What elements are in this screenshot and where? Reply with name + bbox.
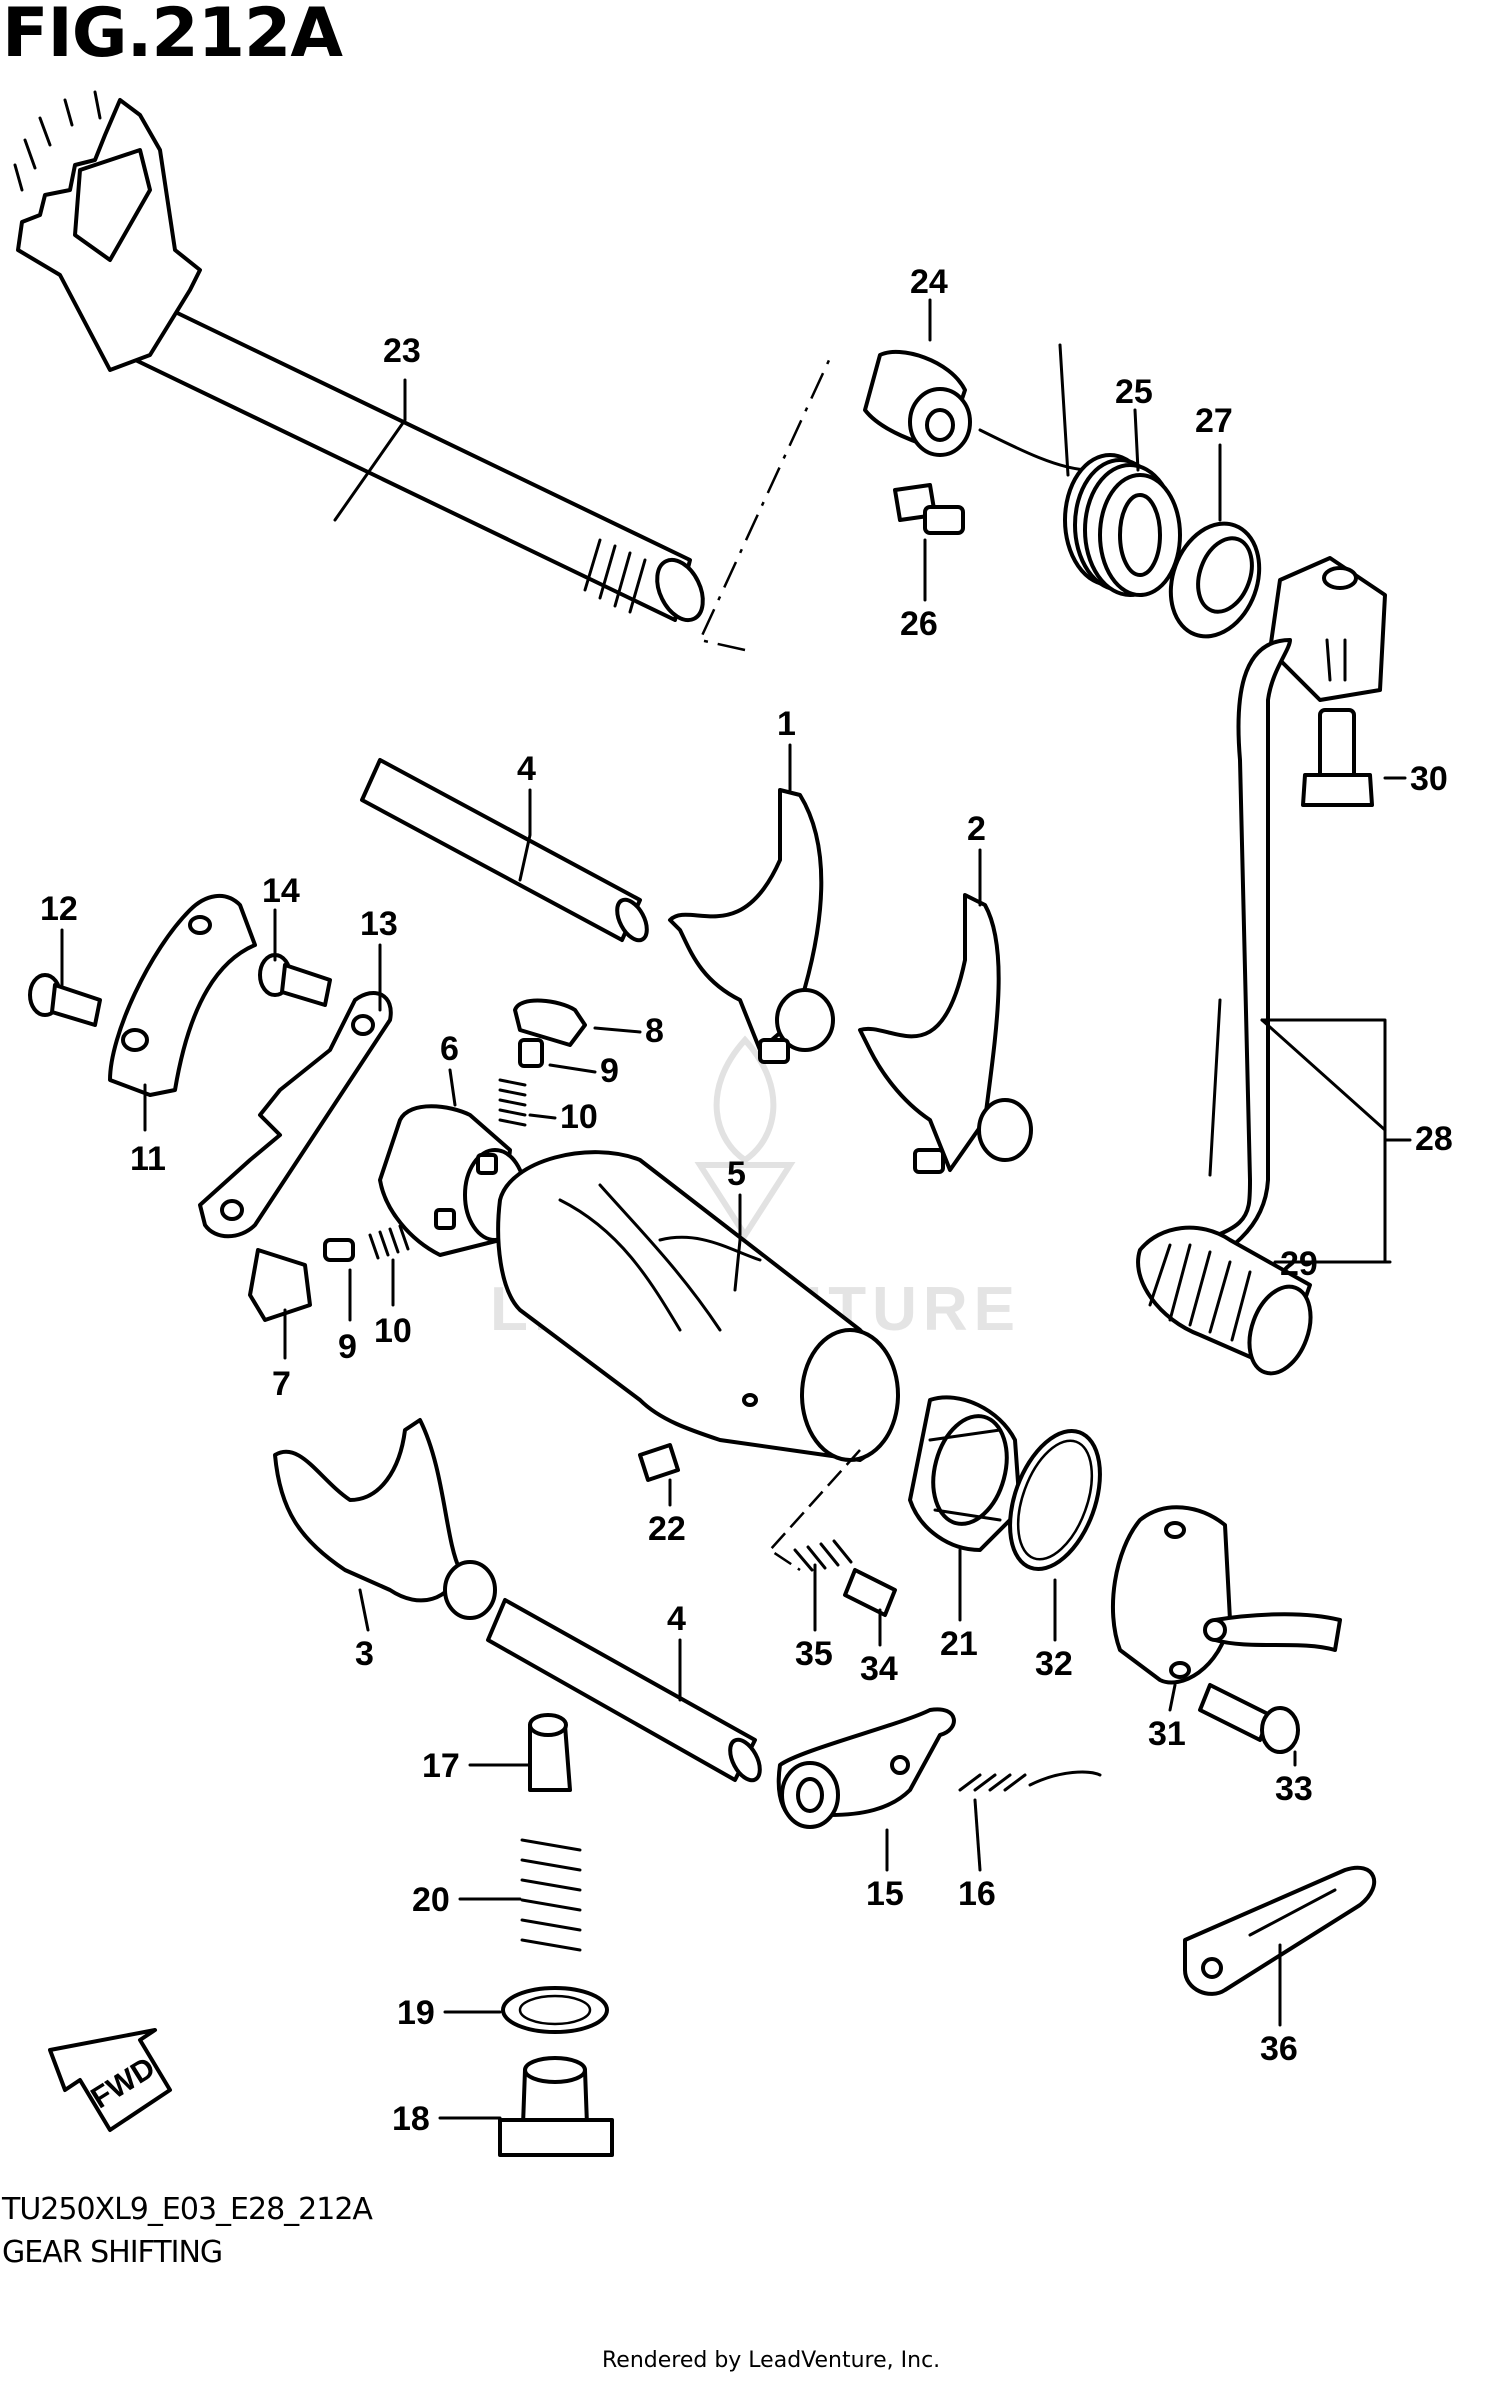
callout-24: 24 bbox=[910, 263, 948, 301]
callout-16: 16 bbox=[958, 1875, 996, 1913]
shaft-collar[interactable] bbox=[863, 349, 972, 457]
cam-guide-line bbox=[768, 1449, 861, 1572]
callout-1: 1 bbox=[777, 705, 796, 743]
gearshift-shaft[interactable] bbox=[13, 90, 712, 628]
gearshift-cam[interactable] bbox=[496, 1150, 900, 1462]
fork-shaft-upper[interactable] bbox=[360, 758, 653, 945]
callout-7: 7 bbox=[272, 1365, 291, 1403]
callout-33: 33 bbox=[1275, 1770, 1313, 1808]
callout-30: 30 bbox=[1410, 760, 1448, 798]
callout-23: 23 bbox=[383, 332, 421, 370]
shift-fork-2[interactable] bbox=[858, 893, 1033, 1174]
stopper-plate[interactable] bbox=[108, 894, 257, 1097]
gear-position-switch[interactable] bbox=[1110, 1505, 1342, 1685]
callout-5: 5 bbox=[727, 1155, 746, 1193]
callout-10-upper: 10 bbox=[560, 1098, 598, 1136]
callout-28: 28 bbox=[1415, 1120, 1453, 1158]
drain-plug[interactable] bbox=[498, 2056, 614, 2157]
callout-35: 35 bbox=[795, 1635, 833, 1673]
plate-screw[interactable] bbox=[28, 973, 102, 1027]
callout-27: 27 bbox=[1195, 402, 1233, 440]
callout-31: 31 bbox=[1148, 1715, 1186, 1753]
spring-10-lower[interactable] bbox=[368, 1224, 410, 1260]
lever-rubber[interactable] bbox=[1136, 1225, 1322, 1382]
callout-15: 15 bbox=[866, 1875, 904, 1913]
callout-13: 13 bbox=[360, 905, 398, 943]
shift-fork-1[interactable] bbox=[668, 788, 835, 1064]
callout-21: 21 bbox=[940, 1625, 978, 1663]
contact-spring[interactable] bbox=[793, 1539, 853, 1572]
callout-9-lower: 9 bbox=[338, 1328, 357, 1366]
pin-9-lower[interactable] bbox=[323, 1238, 355, 1262]
callout-36: 36 bbox=[1260, 2030, 1298, 2068]
plug-gasket[interactable] bbox=[501, 1986, 609, 2034]
pin-8[interactable] bbox=[513, 998, 587, 1047]
gearshift-lever[interactable] bbox=[1158, 556, 1387, 1272]
figure-code: TU250XL9_E03_E28_212A bbox=[2, 2192, 373, 2227]
return-spring[interactable] bbox=[978, 343, 1182, 597]
figure-title: FIG.212A bbox=[2, 0, 343, 73]
callout-11: 11 bbox=[130, 1140, 166, 1178]
figure-name: GEAR SHIFTING bbox=[2, 2235, 223, 2270]
callout-26: 26 bbox=[900, 605, 938, 643]
callout-32: 32 bbox=[1035, 1645, 1073, 1683]
fork-shaft-lower[interactable] bbox=[486, 1598, 766, 1785]
callout-22: 22 bbox=[648, 1510, 686, 1548]
callout-6: 6 bbox=[440, 1030, 459, 1068]
callout-labels: 23 24 25 27 26 30 28 29 4 1 2 5 12 14 13… bbox=[40, 263, 1453, 2138]
plunger-spring[interactable] bbox=[520, 1838, 582, 1952]
callout-19: 19 bbox=[397, 1994, 435, 2032]
stopper-bolt[interactable] bbox=[893, 483, 965, 535]
spring-10-upper[interactable] bbox=[498, 1078, 527, 1127]
lever-bracket[interactable] bbox=[1183, 1865, 1377, 1996]
arm-spring[interactable] bbox=[958, 1770, 1102, 1792]
callout-18: 18 bbox=[392, 2100, 430, 2138]
callout-4-upper: 4 bbox=[517, 750, 536, 788]
callout-29: 29 bbox=[1280, 1245, 1318, 1283]
leader-lines bbox=[60, 298, 1412, 2120]
stopper-lever[interactable] bbox=[198, 990, 393, 1239]
washer-27[interactable] bbox=[1156, 511, 1275, 649]
callout-34: 34 bbox=[860, 1650, 898, 1688]
callout-4-lower: 4 bbox=[667, 1600, 686, 1638]
render-credit: Rendered by LeadVenture, Inc. bbox=[602, 2348, 941, 2373]
neutral-plunger[interactable] bbox=[528, 1713, 572, 1792]
callout-12: 12 bbox=[40, 890, 78, 928]
callout-20: 20 bbox=[412, 1881, 450, 1919]
lever-bolt[interactable] bbox=[1301, 708, 1374, 807]
assembly-guide-line bbox=[698, 357, 832, 652]
callout-10-lower: 10 bbox=[374, 1312, 412, 1350]
o-ring[interactable] bbox=[993, 1419, 1117, 1582]
callout-9-upper: 9 bbox=[600, 1052, 619, 1090]
callout-14: 14 bbox=[262, 872, 300, 910]
switch-contact[interactable] bbox=[843, 1568, 897, 1617]
pin-9-upper[interactable] bbox=[518, 1038, 544, 1068]
pawl-screw[interactable] bbox=[258, 953, 332, 1007]
switch-bolt[interactable] bbox=[1198, 1683, 1300, 1754]
callout-2: 2 bbox=[967, 810, 986, 848]
cam-stopper-arm[interactable] bbox=[776, 1707, 956, 1829]
cam-stopper-plate[interactable] bbox=[908, 1395, 1022, 1552]
shift-fork-3[interactable] bbox=[273, 1418, 497, 1620]
callout-25: 25 bbox=[1115, 373, 1153, 411]
cam-guide-pawl[interactable] bbox=[248, 1248, 312, 1322]
fwd-arrow-icon: FWD bbox=[48, 2028, 172, 2132]
cam-pin[interactable] bbox=[638, 1443, 680, 1482]
callout-3: 3 bbox=[355, 1635, 374, 1673]
callout-8: 8 bbox=[645, 1012, 664, 1050]
callout-17: 17 bbox=[422, 1747, 460, 1785]
